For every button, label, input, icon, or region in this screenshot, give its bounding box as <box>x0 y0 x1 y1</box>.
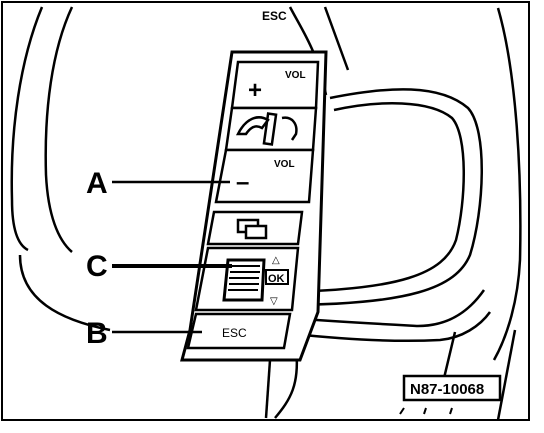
ok-up-arrow: △ <box>272 255 280 266</box>
top-label: ESC <box>262 9 287 23</box>
callout-a: A <box>86 167 108 200</box>
vol-up-label: VOL <box>285 70 306 81</box>
vol-down-button[interactable] <box>214 148 315 204</box>
vol-down-label: VOL <box>274 159 295 170</box>
ok-label: OK <box>268 273 285 285</box>
reference-ticks <box>399 407 453 415</box>
keypad: + VOL – VOL △ OK ▽ <box>180 50 328 362</box>
vol-down-symbol: – <box>236 169 249 196</box>
ok-rocker-grip-lines <box>228 265 260 291</box>
reference-code: N87-10068 <box>410 381 484 398</box>
menu-screen-icon <box>236 218 268 240</box>
ok-down-arrow: ▽ <box>270 296 278 307</box>
callout-b: B <box>86 317 108 350</box>
figure-frame <box>1 1 530 421</box>
callouts: A C B <box>86 167 232 350</box>
phone-icon <box>235 112 298 146</box>
vol-up-button[interactable] <box>230 60 320 110</box>
vol-up-symbol: + <box>248 77 262 104</box>
reference-code-box <box>402 374 502 402</box>
callout-c: C <box>86 250 108 283</box>
esc-button[interactable] <box>186 312 292 350</box>
esc-label: ESC <box>222 326 247 340</box>
steering-wheel-rim <box>10 6 74 253</box>
ok-label-box <box>265 269 289 285</box>
